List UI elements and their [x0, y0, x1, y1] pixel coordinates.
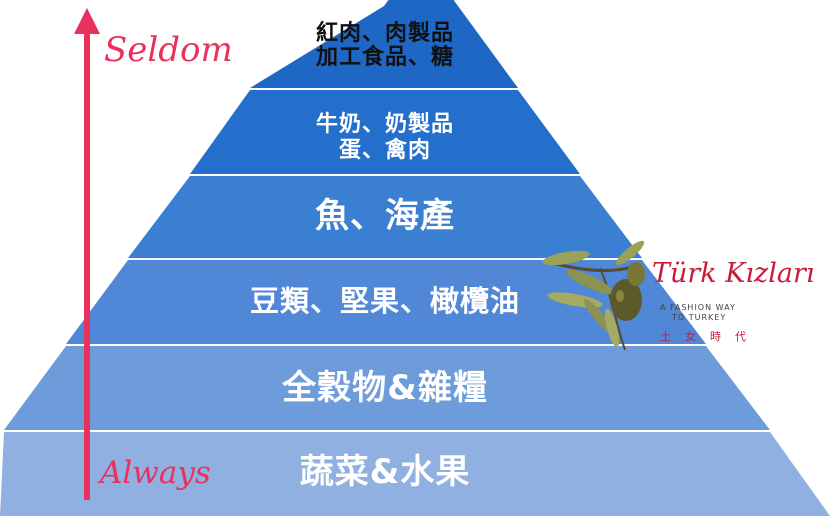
frequency-arrow-head — [74, 8, 100, 34]
tier-2-line-1: 牛奶、奶製品 — [315, 112, 454, 137]
pyramid-tier-4-shape — [66, 260, 706, 344]
tier-1-label: 紅肉、肉製品 加工食品、糖 — [150, 22, 620, 70]
logo-chinese-name: 土女時代 — [660, 330, 760, 343]
tier-3-label: 魚、海產 — [150, 196, 620, 236]
tier-5-line-1: 全穀物&雜糧 — [282, 368, 488, 408]
olive-branch-icon — [542, 240, 645, 351]
always-label: Always — [100, 455, 211, 491]
tier-6-line-1: 蔬菜&水果 — [299, 452, 471, 492]
pyramid-tier-1-shape — [250, 6, 518, 88]
pyramid-apex — [384, 0, 458, 6]
tier-1-line-1: 紅肉、肉製品 — [315, 21, 454, 46]
tier-1-line-2: 加工食品、糖 — [315, 45, 454, 70]
pyramid-tier-5-shape — [4, 346, 770, 430]
tier-4-label: 豆類、堅果、橄欖油 — [150, 284, 620, 318]
tier-6-label: 蔬菜&水果 — [150, 452, 620, 492]
tier-4-line-1: 豆類、堅果、橄欖油 — [249, 284, 520, 318]
tier-2-line-2: 蛋、禽肉 — [338, 138, 431, 163]
logo-tagline-2: TO TURKEY — [672, 313, 727, 322]
seldom-label: Seldom — [104, 30, 233, 70]
tier-5-label: 全穀物&雜糧 — [150, 368, 620, 408]
pyramid-tier-2-shape — [190, 90, 580, 174]
logo-title: Türk Kızları — [652, 258, 815, 289]
pyramid-tier-3-shape — [128, 176, 642, 258]
logo-tagline-1: A FASHION WAY — [660, 303, 736, 312]
tier-2-label: 牛奶、奶製品 蛋、禽肉 — [150, 112, 620, 164]
tier-3-line-1: 魚、海產 — [315, 196, 455, 236]
pyramid-tier-6-shape — [0, 432, 830, 516]
